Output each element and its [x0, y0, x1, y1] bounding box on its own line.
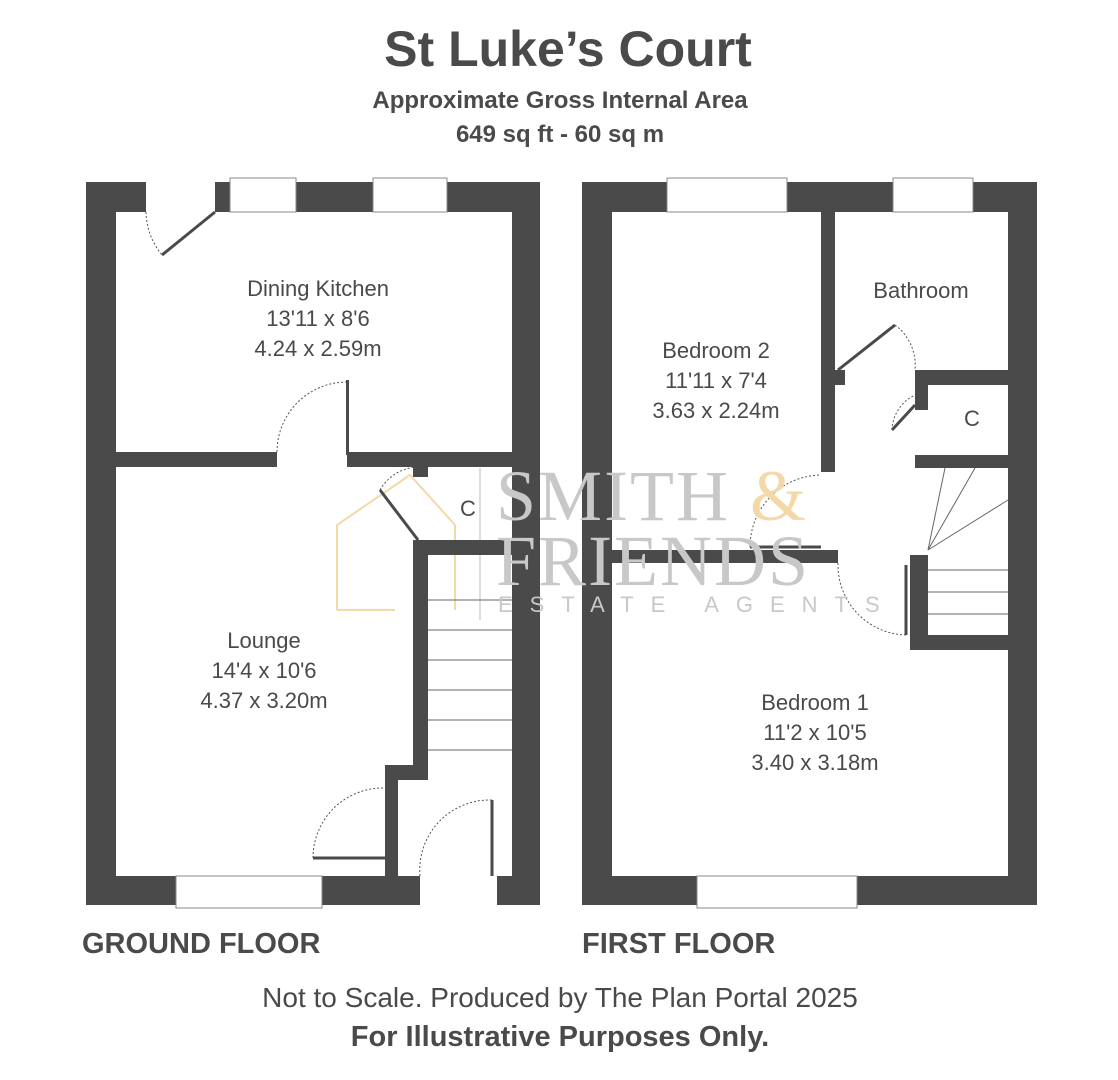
gross-area: 649 sq ft - 60 sq m: [455, 121, 665, 148]
room-metric: 4.37 x 3.20m: [200, 688, 328, 713]
room-metric: 3.40 x 3.18m: [751, 750, 879, 775]
room-name: Bedroom 1: [761, 690, 869, 715]
room-bedroom-1: Bedroom 1 11'2 x 10'5 3.40 x 3.18m: [751, 688, 878, 778]
room-metric: 4.24 x 2.59m: [254, 336, 382, 361]
room-imperial: 13'11 x 8'6: [266, 306, 370, 331]
footer-disclaimer: Not to Scale. Produced by The Plan Porta…: [262, 982, 858, 1013]
room-bathroom: Bathroom: [873, 278, 969, 303]
room-bedroom-2: Bedroom 2 11'11 x 7'4 3.63 x 2.24m: [652, 336, 779, 426]
cupboard-label-ground: C: [460, 496, 476, 521]
first-floor-label: FIRST FLOOR: [582, 928, 776, 960]
room-imperial: 11'11 x 7'4: [665, 368, 767, 393]
page-title: St Luke’s Court: [384, 21, 752, 77]
room-name: Bedroom 2: [662, 338, 770, 363]
watermark-line3: ESTATE AGENTS: [498, 592, 897, 617]
room-lounge: Lounge 14'4 x 10'6 4.37 x 3.20m: [200, 626, 327, 716]
room-metric: 3.63 x 2.24m: [652, 398, 780, 423]
room-name: Lounge: [227, 628, 301, 653]
watermark-line1: SMITH &: [496, 455, 808, 538]
room-name: Dining Kitchen: [247, 276, 389, 301]
watermark-ampersand: &: [750, 456, 809, 536]
watermark-smith: SMITH: [496, 456, 731, 536]
ground-floor-label: GROUND FLOOR: [82, 928, 321, 960]
cupboard-label-first: C: [964, 406, 980, 431]
subtitle: Approximate Gross Internal Area: [372, 87, 748, 114]
watermark-line2: FRIENDS: [496, 521, 811, 601]
room-imperial: 11'2 x 10'5: [763, 720, 867, 745]
footer-illustrative: For Illustrative Purposes Only.: [350, 1021, 770, 1053]
room-imperial: 14'4 x 10'6: [211, 658, 317, 683]
room-dining-kitchen: Dining Kitchen 13'11 x 8'6 4.24 x 2.59m: [247, 274, 389, 364]
